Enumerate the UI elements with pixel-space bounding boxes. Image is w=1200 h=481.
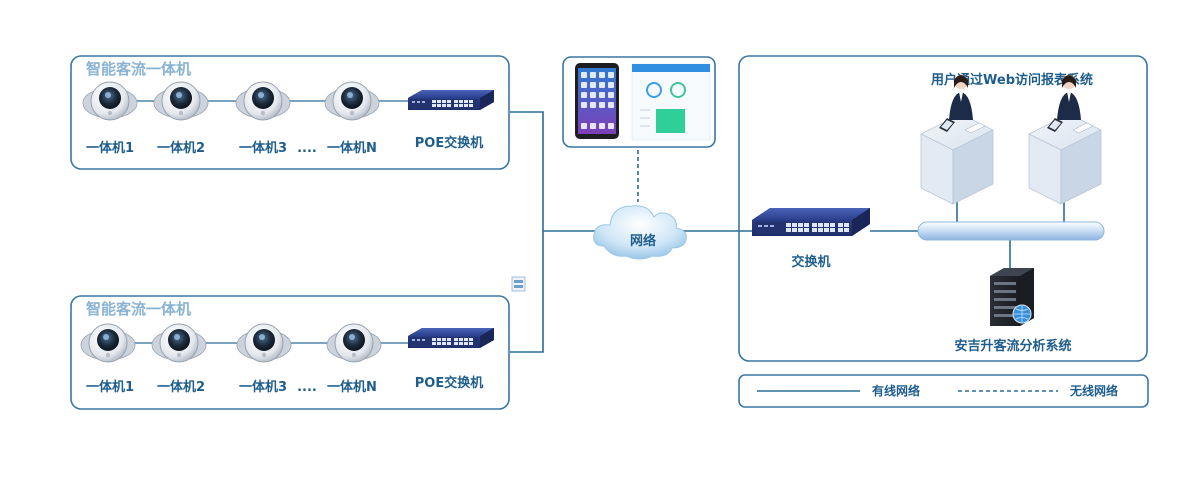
poe-switch-label: POE交换机 <box>415 375 483 391</box>
ellipsis: .... <box>297 141 317 156</box>
camera-icon <box>151 323 207 363</box>
users-label: 用户通过Web访问报表系统 <box>930 72 1093 88</box>
camera-icon <box>80 323 136 363</box>
network-cloud-icon <box>593 205 687 260</box>
legend: 有线网络 无线网络 <box>738 374 1149 408</box>
camera-label: 一体机3 <box>239 140 287 156</box>
workstation-user-icon <box>1028 74 1102 205</box>
connector-icon <box>511 276 526 292</box>
camera-icon <box>326 323 382 363</box>
network-bus-icon <box>917 221 1105 241</box>
legend-wired-label: 有线网络 <box>872 383 920 398</box>
dashboard-screenshot-icon <box>631 63 711 141</box>
camera-label: 一体机1 <box>86 379 134 395</box>
smartphone-icon <box>575 63 619 139</box>
poe-switch-icon <box>408 90 494 110</box>
poe-switch-label: POE交换机 <box>415 135 483 151</box>
camera-label: 一体机3 <box>239 379 287 395</box>
camera-label: 一体机1 <box>86 140 134 156</box>
camera-group-1: 智能客流一体机 一体机1 一体机2 一体机3 .... 一体机N POE交换机 <box>70 55 510 170</box>
poe-switch-icon <box>408 328 494 348</box>
camera-icon <box>236 323 292 363</box>
server-label: 安吉升客流分析系统 <box>954 338 1071 354</box>
core-switch-icon <box>752 208 870 236</box>
group-title: 智能客流一体机 <box>86 300 191 318</box>
camera-label: 一体机2 <box>157 140 205 156</box>
ellipsis: .... <box>297 380 317 395</box>
camera-label: 一体机2 <box>157 379 205 395</box>
workstation-user-icon <box>920 74 994 205</box>
camera-label: 一体机N <box>327 140 377 156</box>
camera-icon <box>153 81 209 121</box>
mobile-web-panel <box>562 56 716 148</box>
cloud-label: 网络 <box>630 233 656 249</box>
camera-icon <box>324 81 380 121</box>
camera-icon <box>82 81 138 121</box>
camera-icon <box>235 81 291 121</box>
camera-label: 一体机N <box>327 379 377 395</box>
switch-label: 交换机 <box>791 254 830 270</box>
camera-group-2: 智能客流一体机 一体机1 一体机2 一体机3 .... 一体机N POE交换机 <box>70 295 510 410</box>
group-frame <box>70 295 510 410</box>
panel-frame <box>738 55 1148 362</box>
group-title: 智能客流一体机 <box>86 60 191 78</box>
server-room-panel: 用户通过Web访问报表系统 交换机 <box>738 55 1148 362</box>
server-icon <box>990 268 1034 326</box>
legend-wireless-label: 无线网络 <box>1069 383 1118 398</box>
legend-frame <box>738 374 1149 408</box>
group-frame <box>70 55 510 170</box>
